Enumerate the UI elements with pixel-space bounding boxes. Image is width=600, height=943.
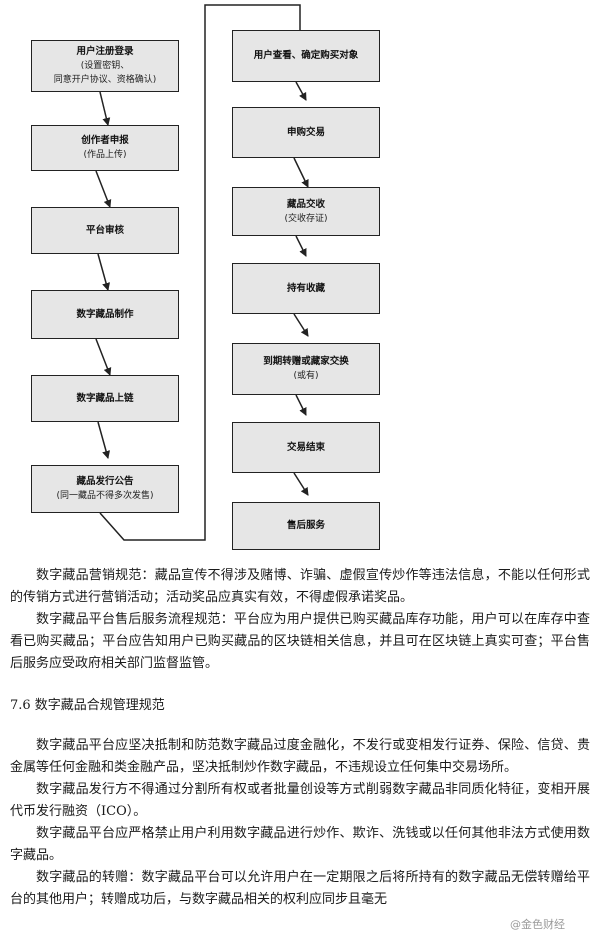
paragraph-anti-financialization: 数字藏品平台应坚决抵制和防范数字藏品过度金融化，不发行或变相发行证券、保险、信贷…: [10, 738, 590, 775]
flow-box-register: 用户注册登录 (设置密钥、 同意开户协议、资格确认): [31, 40, 179, 92]
flow-box-production: 数字藏品制作: [31, 290, 179, 339]
paragraph-transfer: 数字藏品的转赠：数字藏品平台可以允许用户在一定期限之后将所持有的数字藏品无偿转赠…: [10, 870, 590, 907]
flow-box-sub: (同一藏品不得多次发售): [56, 491, 154, 501]
flow-box-hold-collect: 持有收藏: [232, 263, 380, 314]
paragraph-no-ico: 数字藏品发行方不得通过分割所有权或者批量创设等方式削弱数字藏品非同质化特征，变相…: [10, 782, 590, 819]
document-body: 数字藏品营销规范：藏品宣传不得涉及赌博、诈骗、虚假宣传炒作等违法信息，不能以任何…: [10, 565, 590, 911]
flow-box-sub: (作品上传): [83, 150, 127, 160]
flowchart: 用户注册登录 (设置密钥、 同意开户协议、资格确认) 创作者申报 (作品上传) …: [31, 4, 380, 550]
flow-box-issue-notice: 藏品发行公告 (同一藏品不得多次发售): [31, 465, 179, 513]
flow-box-transfer-exchange: 到期转赠或藏家交换 (或有): [232, 343, 380, 395]
flow-box-title: 申购交易: [286, 126, 325, 138]
flow-box-creator-declare: 创作者申报 (作品上传): [31, 125, 179, 171]
flow-box-trade-end: 交易结束: [232, 422, 380, 473]
section-heading: 7.6 数字藏品合规管理规范: [10, 698, 165, 713]
flow-box-title: 创作者申报: [81, 135, 129, 146]
paragraph-marketing: 数字藏品营销规范：藏品宣传不得涉及赌博、诈骗、虚假宣传炒作等违法信息，不能以任何…: [10, 568, 590, 605]
flow-box-title: 用户注册登录: [76, 46, 134, 57]
paragraph-no-illegal-use: 数字藏品平台应严格禁止用户利用数字藏品进行炒作、欺诈、洗钱或以任何其他非法方式使…: [10, 826, 590, 863]
flow-box-settlement: 藏品交收 (交收存证): [232, 187, 380, 236]
flow-box-after-sales: 售后服务: [232, 502, 380, 550]
flow-box-sub: (设置密钥、: [80, 61, 130, 71]
flow-box-title: 数字藏品制作: [76, 308, 134, 320]
flow-box-title: 数字藏品上链: [76, 392, 134, 404]
flow-box-title: 平台审核: [85, 224, 124, 236]
flow-box-title: 售后服务: [286, 520, 325, 531]
flow-box-sub: 同意开户协议、资格确认): [53, 75, 157, 85]
flow-box-sub: (或有): [293, 371, 319, 381]
flowchart-connectors: [95, 4, 309, 541]
flow-box-title: 到期转赠或藏家交换: [263, 356, 349, 367]
flow-box-subscribe-trade: 申购交易: [232, 107, 380, 158]
flow-box-title: 用户查看、确定购买对象: [253, 50, 359, 61]
flow-box-title: 持有收藏: [286, 282, 325, 294]
flow-box-title: 藏品交收: [286, 198, 325, 210]
watermark: @金色财经: [510, 918, 565, 931]
flow-box-select-purchase: 用户查看、确定购买对象: [232, 30, 380, 82]
flow-box-sub: (交收存证): [284, 213, 328, 224]
flow-box-platform-review: 平台审核: [31, 207, 179, 254]
flow-box-title: 藏品发行公告: [76, 476, 134, 487]
flow-box-onchain: 数字藏品上链: [31, 375, 179, 422]
flow-box-title: 交易结束: [286, 441, 325, 453]
paragraph-after-sales: 数字藏品平台售后服务流程规范：平台应为用户提供已购买藏品库存功能，用户可以在库存…: [10, 612, 590, 671]
